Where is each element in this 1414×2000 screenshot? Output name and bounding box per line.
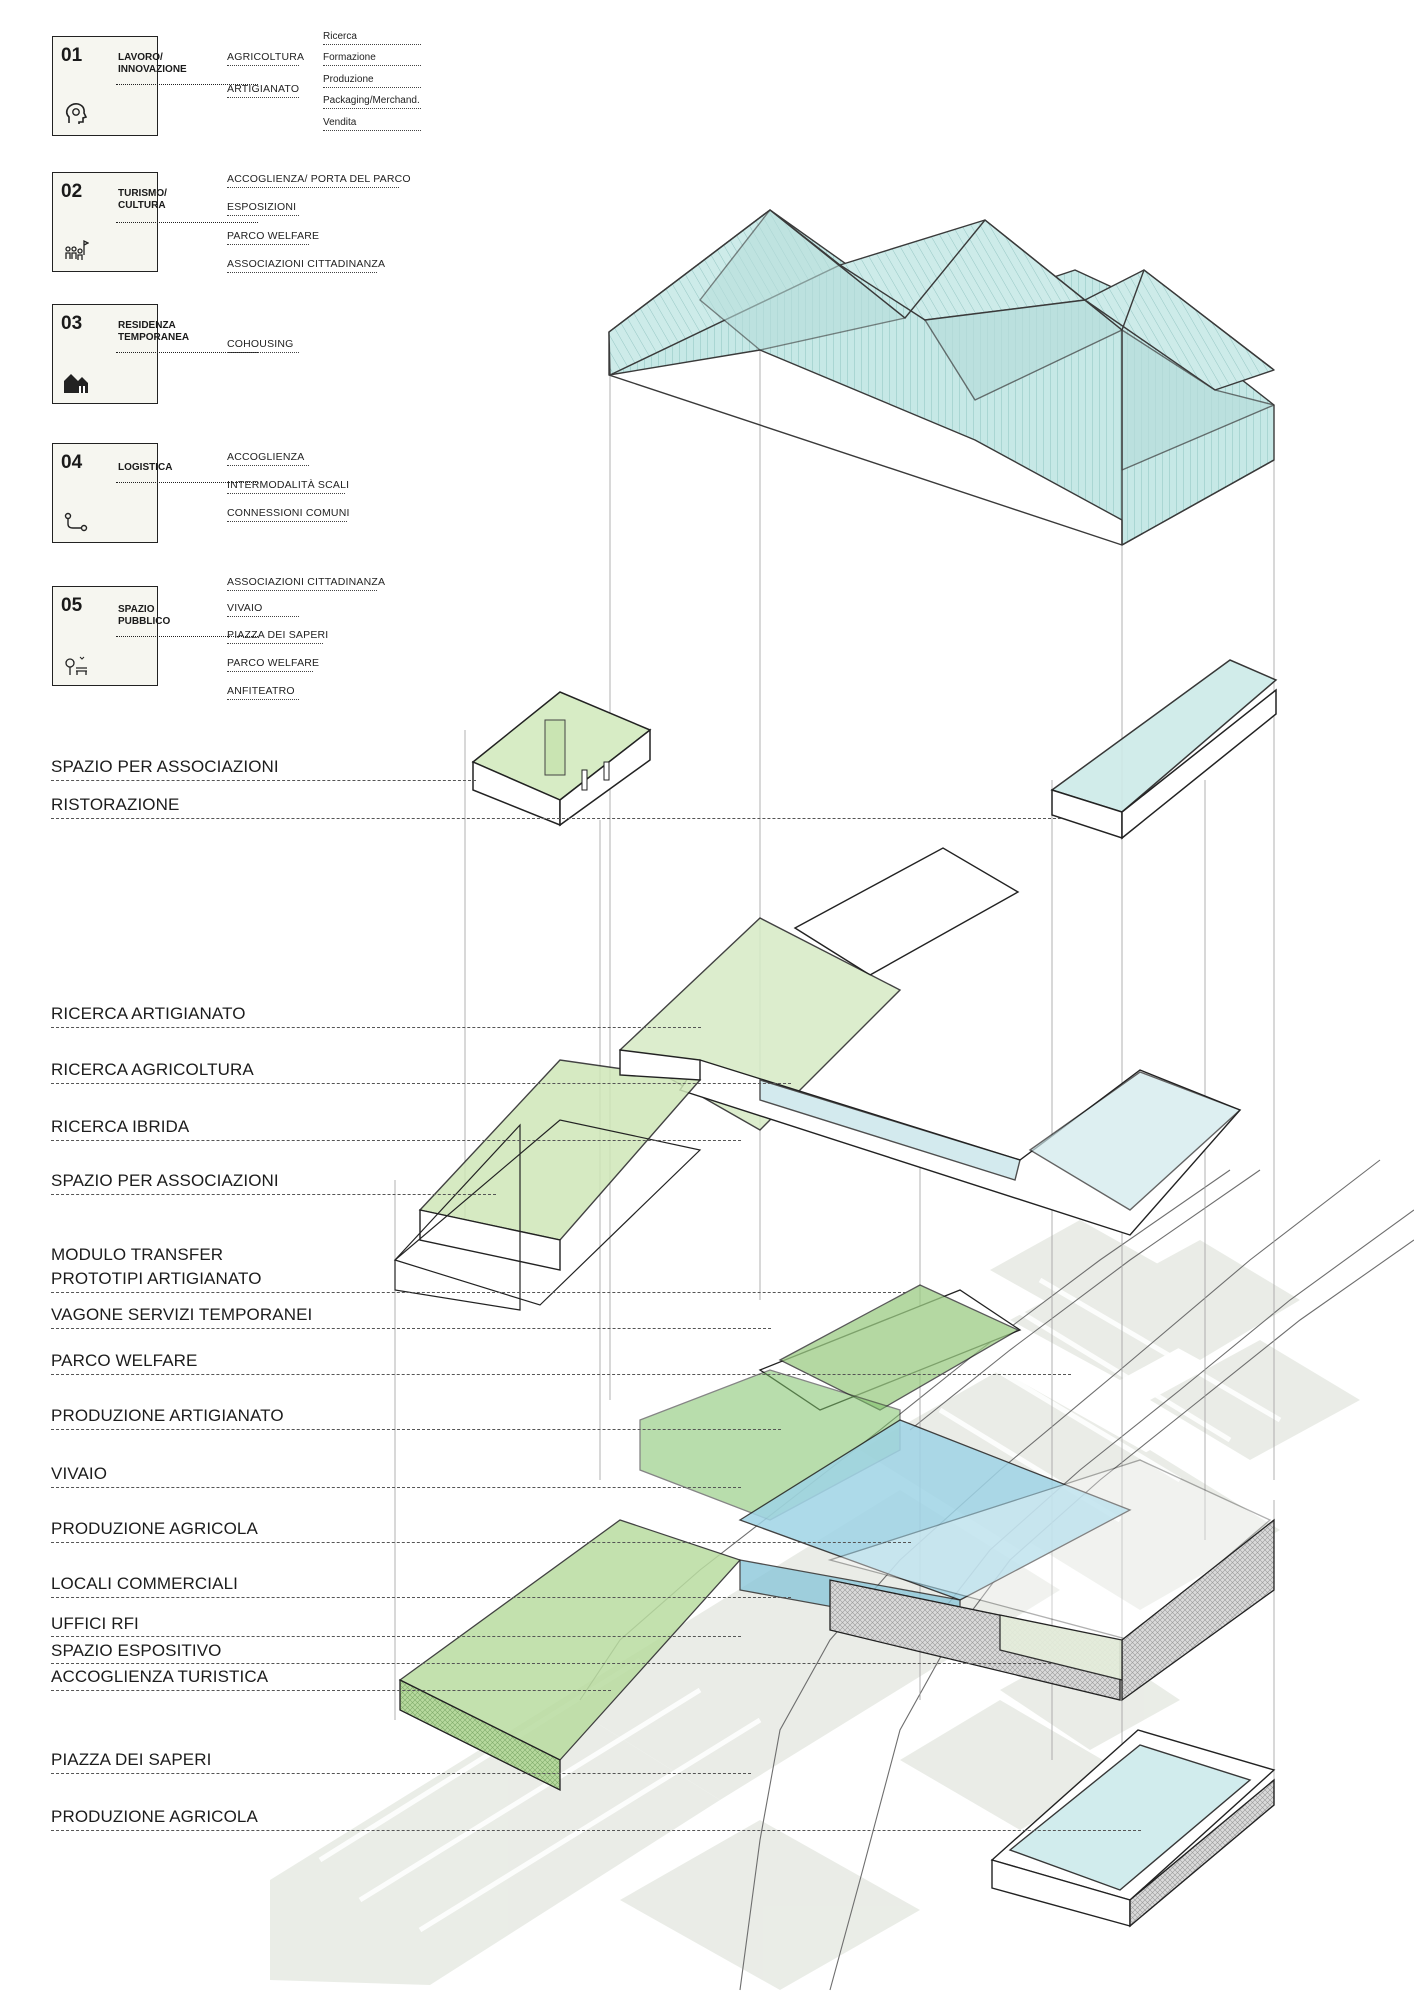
label-locali-commerciali: LOCALI COMMERCIALI (51, 1574, 238, 1593)
leader-line (51, 1328, 771, 1329)
leader-line (51, 1140, 741, 1141)
leader-line (51, 1690, 611, 1691)
legend-item: PARCO WELFARE (227, 657, 319, 672)
category-connector-03 (116, 352, 258, 353)
route-icon (64, 512, 88, 532)
legend-item: ASSOCIAZIONI CITTADINANZA (227, 258, 385, 273)
leader-line (51, 1027, 701, 1028)
category-box-04: 04 (52, 443, 158, 543)
legend-item: ASSOCIAZIONI CITTADINANZA (227, 576, 385, 591)
category-box-03: 03 (52, 304, 158, 404)
label-parco-welfare: PARCO WELFARE (51, 1351, 198, 1370)
label-ricerca-ibrida: RICERCA IBRIDA (51, 1117, 190, 1136)
leader-line (51, 1663, 1051, 1664)
leader-line (51, 1487, 741, 1488)
category-name-02: TURISMO/ CULTURA (118, 188, 167, 211)
leader-line (51, 1374, 1071, 1375)
label-produzione-agricola-mid: PRODUZIONE AGRICOLA (51, 1519, 258, 1538)
category-box-01: 01 (52, 36, 158, 136)
leader-line (51, 1542, 911, 1543)
head-gear-icon (65, 103, 88, 124)
category-connector-02 (116, 222, 258, 223)
category-number: 03 (61, 313, 83, 334)
category-connector-01 (116, 84, 258, 85)
label-spazio-associazioni-top: SPAZIO PER ASSOCIAZIONI (51, 757, 279, 776)
legend-item: CONNESSIONI COMUNI (227, 507, 349, 522)
label-accoglienza-turistica: ACCOGLIENZA TURISTICA (51, 1667, 269, 1686)
leader-line (51, 1083, 791, 1084)
leader-line (51, 1830, 1141, 1831)
category-number: 02 (61, 181, 83, 202)
leader-line (51, 1597, 791, 1598)
legend-subitem: Vendita (323, 117, 421, 131)
label-prototipi-artigianato: PROTOTIPI ARTIGIANATO (51, 1269, 262, 1288)
legend-item: COHOUSING (227, 338, 299, 353)
legend-item: ESPOSIZIONI (227, 201, 299, 216)
label-produzione-artigianato: PRODUZIONE ARTIGIANATO (51, 1406, 284, 1425)
label-piazza-dei-saperi: PIAZZA DEI SAPERI (51, 1750, 212, 1769)
category-number: 04 (61, 452, 83, 473)
label-ricerca-artigianato: RICERCA ARTIGIANATO (51, 1004, 246, 1023)
legend-subitem: Ricerca (323, 31, 421, 45)
leader-line (51, 1773, 751, 1774)
legend-item: VIVAIO (227, 602, 299, 617)
legend-item: ACCOGLIENZA/ PORTA DEL PARCO (227, 173, 411, 188)
research-level (393, 847, 1242, 1311)
legend-item: ANFITEATRO (227, 685, 299, 700)
legend-item: INTERMODALITÀ SCALI (227, 479, 349, 494)
park-bench-icon (65, 656, 87, 675)
label-uffici-rfi: UFFICI RFI (51, 1614, 139, 1633)
legend-item: ARTIGIANATO (227, 83, 299, 98)
agri-production-box-bottom (990, 1729, 1276, 1928)
label-vivaio: VIVAIO (51, 1464, 108, 1483)
legend-item: PARCO WELFARE (227, 230, 319, 245)
leader-line (51, 1636, 741, 1637)
category-number: 05 (61, 595, 83, 616)
people-flag-icon (65, 239, 89, 260)
label-ricerca-agricoltura: RICERCA AGRICOLTURA (51, 1060, 254, 1079)
leader-line (51, 818, 1061, 819)
category-name-03: RESIDENZA TEMPORANEA (118, 320, 190, 343)
legend-subitem: Produzione (323, 74, 421, 88)
leader-line (51, 1429, 781, 1430)
category-number: 01 (61, 45, 83, 66)
sawtooth-roof (608, 209, 1275, 546)
category-name-04: LOGISTICA (118, 462, 173, 473)
label-spazio-associazioni-mid: SPAZIO PER ASSOCIAZIONI (51, 1171, 279, 1190)
production-level (398, 1284, 1275, 1792)
legend-subitem: Formazione (323, 52, 421, 66)
label-produzione-agricola-bottom: PRODUZIONE AGRICOLA (51, 1807, 258, 1826)
label-vagone-servizi: VAGONE SERVIZI TEMPORANEI (51, 1305, 313, 1324)
label-ristorazione: RISTORAZIONE (51, 795, 180, 814)
category-connector-04 (116, 482, 258, 483)
legend-subitem: Packaging/Merchand. (323, 95, 421, 109)
category-connector-05 (116, 636, 258, 637)
legend-item: PIAZZA DEI SAPERI (227, 629, 328, 644)
leader-line (51, 780, 476, 781)
leader-line (51, 1194, 496, 1195)
houses-icon (64, 374, 88, 393)
associations-box-top (471, 691, 652, 827)
projection-lines (394, 230, 1275, 1920)
label-modulo-transfer: MODULO TRANSFER (51, 1245, 224, 1264)
category-name-01: LAVORO/ INNOVAZIONE (118, 52, 187, 75)
restaurant-box-top (1050, 659, 1278, 840)
function-legend: 01 LAVORO/ INNOVAZIONE AGRICOLTURA ARTIG… (0, 0, 520, 720)
legend-item: AGRICOLTURA (227, 51, 304, 66)
leader-line (51, 1292, 906, 1293)
category-name-05: SPAZIO PUBBLICO (118, 604, 171, 627)
label-spazio-espositivo: SPAZIO ESPOSITIVO (51, 1641, 222, 1660)
legend-item: ACCOGLIENZA (227, 451, 309, 466)
